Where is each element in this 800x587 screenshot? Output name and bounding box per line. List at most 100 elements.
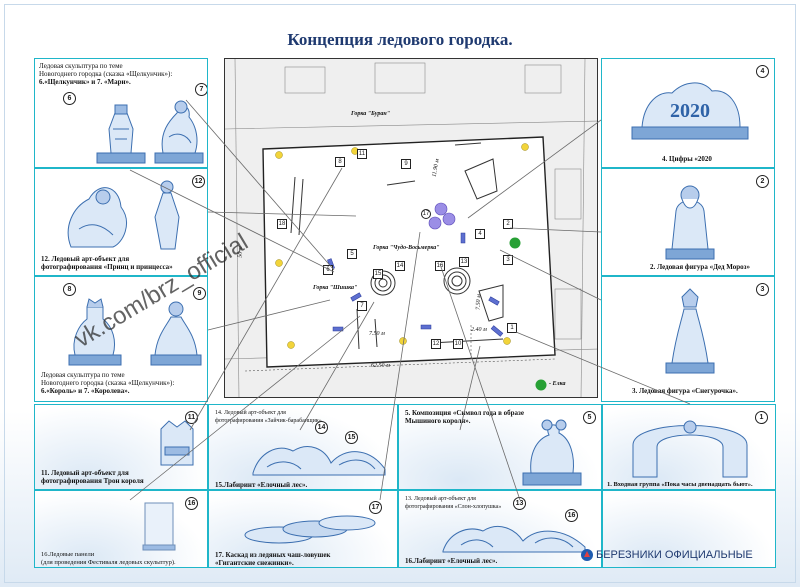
map-marker: 1 (507, 323, 517, 333)
label-gorka-buran: Горка "Буран" (351, 111, 391, 117)
ice-sculpture-entrance-arch (632, 420, 748, 478)
ice-sculpture-mari (154, 100, 204, 164)
map-marker: 15 (373, 269, 383, 279)
panel-ded-moroz: 2 2. Ледовая фигура «Дед Мороз» (601, 168, 775, 276)
figure-digits: 2020 (670, 100, 710, 122)
ice-panel-block (142, 502, 176, 551)
map-marker: 17 (421, 209, 431, 219)
panel-entrance-group: 1 1. Входная группа «Пока часы двенадцат… (602, 404, 776, 490)
page-frame (4, 4, 796, 583)
number-badge: 6 (63, 92, 76, 105)
panel-prince-princess: 12 12. Ледовый арт-объект для фотографир… (34, 168, 208, 276)
panel-caption: 15.Лабиринт «Елочный лес». (215, 481, 308, 489)
ice-sculpture-king (68, 298, 122, 366)
panel-caption: 1. Входная группа «Пока часы двенадцать … (607, 481, 753, 488)
ice-sculpture-snegurochka (665, 288, 715, 374)
site-plan: Горка "Буран" Горка "Чудо-Восьмерка" Гор… (224, 58, 598, 398)
panel-throne: 11 11. Ледовый арт-объект для фотографир… (34, 404, 208, 490)
dimension-label: 7.50 м (369, 331, 385, 337)
caption-line: 13. Ледовый арт-объект для (405, 496, 476, 502)
map-marker: 4 (475, 229, 485, 239)
panel-caption: 5. Композиция «Символ года в образе Мыши… (405, 409, 525, 425)
panel-mouse-king: 5. Композиция «Символ года в образе Мыши… (398, 404, 602, 490)
caption-line: 11. Ледовый арт-объект для (41, 469, 129, 477)
page-title: Концепция ледового городка. (287, 30, 513, 49)
number-badge: 16 (185, 497, 198, 510)
panel-brand (602, 490, 776, 568)
dimension-label: 2.40 м (471, 327, 487, 333)
panel-elephant-labyrinth: 13. Ледовый арт-объект для фотографирова… (398, 490, 602, 568)
panel-caption: 16.Ледовые панели (для проведения Фестив… (41, 551, 176, 567)
number-badge: 3 (756, 283, 769, 296)
panel-caption: 12. Ледовый арт-объект для фотографирова… (41, 255, 207, 271)
number-badge: 16 (565, 509, 578, 522)
caption-line: Новогоднего городка (сказка «Щелкунчик»)… (39, 70, 173, 78)
ice-sculpture-nutcracker (96, 104, 146, 164)
panel-caption: 16.Лабиринт «Елочный лес». (405, 557, 498, 565)
panel-digits-2020: 4 2020 4. Цифры «2020 (601, 58, 775, 168)
ice-sculpture-elephant (442, 526, 586, 553)
brand-name: БЕРЕЗНИКИ ОФИЦИАЛЬНЫЕ (596, 549, 753, 561)
number-badge: 17 (369, 501, 382, 514)
map-marker: 7 (357, 301, 367, 311)
caption-line: фотографирования «Слон-хлопушка» (405, 504, 502, 510)
ice-sculpture-cascade (244, 515, 376, 544)
ice-sculpture-ded-moroz (665, 185, 715, 260)
caption-line: 6.«Король» и 7. «Королева». (41, 387, 130, 395)
panel-caption: 14. Ледовый арт-объект для фотографирова… (215, 409, 322, 425)
panel-labyrinth-hare: 14. Ледовый арт-объект для фотографирова… (208, 404, 398, 490)
caption-line: 6.«Щелкунчик» и 7. «Мари». (39, 78, 131, 86)
caption-line: 16.Ледовые панели (41, 551, 95, 558)
number-badge: 1 (755, 411, 768, 424)
map-marker: 5 (347, 249, 357, 259)
brand-logo-icon (581, 549, 593, 561)
dimension-label: 7.50 м (475, 293, 483, 311)
caption-line: «Гигантские снежинки». (215, 559, 294, 567)
caption-line: 5. Композиция «Символ года в образе (405, 409, 524, 417)
ice-sculpture-2020: 2020 (631, 82, 749, 140)
caption-line: Ледовая скульптура по теме (39, 62, 123, 70)
dimension-label: 62.50 м (371, 363, 390, 369)
caption-line: фотографирования «Принц и принцесса» (41, 263, 173, 271)
ice-sculpture-throne (160, 420, 194, 466)
map-marker: 6 (323, 265, 333, 275)
ice-sculpture-labyrinth (252, 446, 386, 476)
label-gorka-chudo: Горка "Чудо-Восьмерка" (373, 245, 440, 251)
label-elka: - Елка (549, 381, 566, 387)
caption-line: 17. Каскад из ледяных чаш-ловушек (215, 551, 331, 559)
caption-line: Мышиного короля». (405, 417, 471, 425)
map-marker: 8 (335, 157, 345, 167)
number-badge: 2 (756, 175, 769, 188)
panel-caption: 17. Каскад из ледяных чаш-ловушек «Гиган… (215, 551, 395, 567)
map-marker: 14 (395, 261, 405, 271)
map-marker: 13 (459, 257, 469, 267)
map-marker: 10 (453, 339, 463, 349)
panel-caption: Ледовая скульптура по теме Новогоднего г… (41, 371, 207, 395)
label-gorka-shishka: Горка "Шишка" (313, 285, 358, 291)
ice-sculpture-prince-princess (67, 180, 180, 250)
map-marker: 9 (401, 159, 411, 169)
panel-caption: 2. Ледовая фигура «Дед Мороз» (650, 263, 750, 271)
map-marker: 18 (277, 219, 287, 229)
ice-sculpture-mouse-king (522, 419, 582, 486)
caption-line: фотографирования «Зайчик-барабанщик» (215, 418, 322, 424)
caption-line: Ледовая скульптура по теме (41, 371, 125, 379)
panel-snowflake-cascade: 17 17. Каскад из ледяных чаш-ловушек «Ги… (208, 490, 398, 568)
caption-line: 12. Ледовый арт-объект для (41, 255, 130, 263)
panel-caption: 3. Ледовая фигура «Снегурочка». (632, 387, 738, 395)
number-badge: 5 (583, 411, 596, 424)
number-badge: 7 (195, 83, 207, 96)
number-badge: 4 (756, 65, 769, 78)
panel-caption: 11. Ледовый арт-объект для фотографирова… (41, 469, 207, 485)
number-badge: 8 (63, 283, 76, 296)
number-badge: 12 (192, 175, 205, 188)
caption-line: фотографирования Трон короля (41, 477, 144, 485)
panel-nutcracker-mari: Ледовая скульптура по теме Новогоднего г… (34, 58, 208, 168)
map-marker: 2 (503, 219, 513, 229)
panel-caption: 13. Ледовый арт-объект для фотографирова… (405, 495, 501, 511)
panel-ice-panels: 16 16.Ледовые панели (для проведения Фес… (34, 490, 208, 568)
number-badge: 13 (513, 497, 526, 510)
panel-caption: Ледовая скульптура по теме Новогоднего г… (39, 62, 207, 86)
caption-line: (для проведения Фестиваля ледовых скульп… (41, 559, 176, 566)
